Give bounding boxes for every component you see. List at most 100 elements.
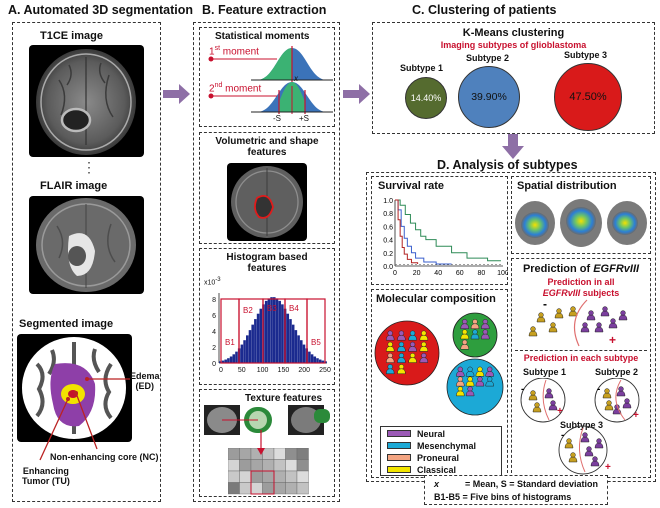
- person-body: [618, 314, 628, 321]
- molecular-person-icon: [485, 366, 494, 377]
- legend-row: Proneural: [381, 452, 501, 463]
- texture-cell: [285, 459, 298, 472]
- molecular-person-icon: [385, 330, 395, 341]
- texture-cell: [250, 482, 263, 495]
- texture-cell: [273, 448, 286, 460]
- person-head: [596, 438, 602, 444]
- hist-bar: [273, 297, 276, 363]
- hist-bar: [316, 358, 319, 363]
- pred-subtype2-circle: [594, 378, 640, 423]
- person-head: [462, 339, 468, 345]
- hist-y-tick: 8: [212, 297, 216, 304]
- pred-person-icon: [536, 312, 546, 323]
- hist-bar: [229, 356, 233, 363]
- person-head: [592, 456, 598, 462]
- histogram-exp-base: x10: [204, 279, 216, 287]
- hist-bar: [294, 330, 298, 363]
- person-body: [544, 392, 554, 399]
- person-head: [398, 352, 405, 359]
- person-head: [409, 352, 416, 359]
- texture-cell: [250, 459, 263, 472]
- person-body: [590, 460, 600, 467]
- flair-image: [29, 196, 144, 294]
- hist-bar: [270, 297, 273, 363]
- pred-plus: +: [609, 333, 616, 347]
- person-body: [608, 322, 618, 329]
- hist-bar: [235, 351, 238, 363]
- person-body: [485, 380, 494, 387]
- person-head: [606, 400, 612, 406]
- molecular-title: Molecular composition: [376, 293, 496, 305]
- person-head: [550, 322, 556, 328]
- person-head: [570, 452, 576, 458]
- first-moment-num: 1: [209, 46, 215, 58]
- person-body: [554, 312, 564, 319]
- hist-y-tick: 6: [212, 313, 216, 320]
- subtype2-pct: 39.90%: [471, 91, 507, 103]
- hist-x-tick: 250: [319, 367, 331, 374]
- person-head: [421, 352, 427, 359]
- molecular-person-icon: [475, 366, 485, 377]
- histogram-box: [199, 248, 335, 385]
- person-head: [596, 322, 602, 328]
- molecular-person-icon: [456, 376, 465, 387]
- molecular-person-icon: [470, 329, 480, 340]
- person-body: [594, 326, 604, 333]
- texture-cell: [228, 470, 240, 483]
- legend-row: Mesenchymal: [381, 440, 501, 451]
- subtype2-name: Subtype 2: [466, 53, 510, 63]
- person-body: [385, 334, 395, 341]
- pred-person-icon: [554, 308, 564, 319]
- first-moment-word: moment: [220, 46, 259, 58]
- panel-b-box: [193, 22, 340, 502]
- hist-bar: [251, 324, 254, 363]
- prediction-title-text: Prediction of: [522, 263, 594, 275]
- vertical-dots-icon: ⋮: [82, 159, 96, 175]
- hist-bar: [289, 319, 292, 363]
- pred-person-icon: [568, 306, 578, 317]
- hist-y-tick: 4: [212, 329, 216, 336]
- arrow-c-to-d-icon: [502, 134, 524, 159]
- person-body: [528, 394, 538, 401]
- pred-person-icon: [528, 390, 538, 401]
- hist-bin-label: B2: [243, 306, 253, 315]
- molecular-person-icon: [397, 352, 406, 363]
- legend-label: Neural: [417, 428, 446, 439]
- person-head: [482, 329, 488, 335]
- person-head: [487, 376, 493, 382]
- surv-y-tick: 0.6: [383, 224, 393, 231]
- pred-person-icon: [580, 432, 590, 443]
- surv-y-tick: 1.0: [383, 198, 393, 205]
- legend-row: Neural: [381, 428, 501, 439]
- hist-bar: [313, 356, 317, 363]
- person-body: [475, 371, 485, 377]
- person-head: [550, 400, 556, 406]
- volumetric-title: Volumetric and shape features: [199, 136, 335, 158]
- texture-cell: [228, 459, 240, 472]
- person-head: [530, 326, 536, 332]
- prediction-all-scatter: -+: [528, 298, 628, 347]
- pred-person-icon: [622, 398, 632, 409]
- segmentation-pointer-lines: [39, 377, 130, 461]
- hist-bar: [248, 330, 252, 363]
- prediction-all-line2: EGFRvIII subjects: [511, 288, 651, 298]
- prediction-divider: [515, 350, 647, 351]
- texture-cell: [273, 470, 286, 483]
- pred-minus: -: [561, 430, 564, 441]
- non-enhancing-core-label: Non-enhancing core (NC): [50, 452, 159, 462]
- person-body: [419, 334, 429, 341]
- legend-label: Classical: [417, 464, 457, 475]
- person-head: [457, 376, 463, 382]
- molecular-person-icon: [460, 329, 469, 340]
- person-head: [618, 386, 624, 392]
- pred-boundary: [573, 299, 588, 347]
- pred-person-icon: [584, 446, 594, 457]
- person-body: [470, 323, 480, 329]
- molecular-person-icon: [456, 366, 465, 377]
- person-head: [534, 402, 540, 408]
- texture-box: [199, 389, 335, 497]
- subtype2-circle: 39.90%: [458, 66, 520, 128]
- texture-cell: [250, 470, 263, 483]
- person-body: [485, 371, 494, 377]
